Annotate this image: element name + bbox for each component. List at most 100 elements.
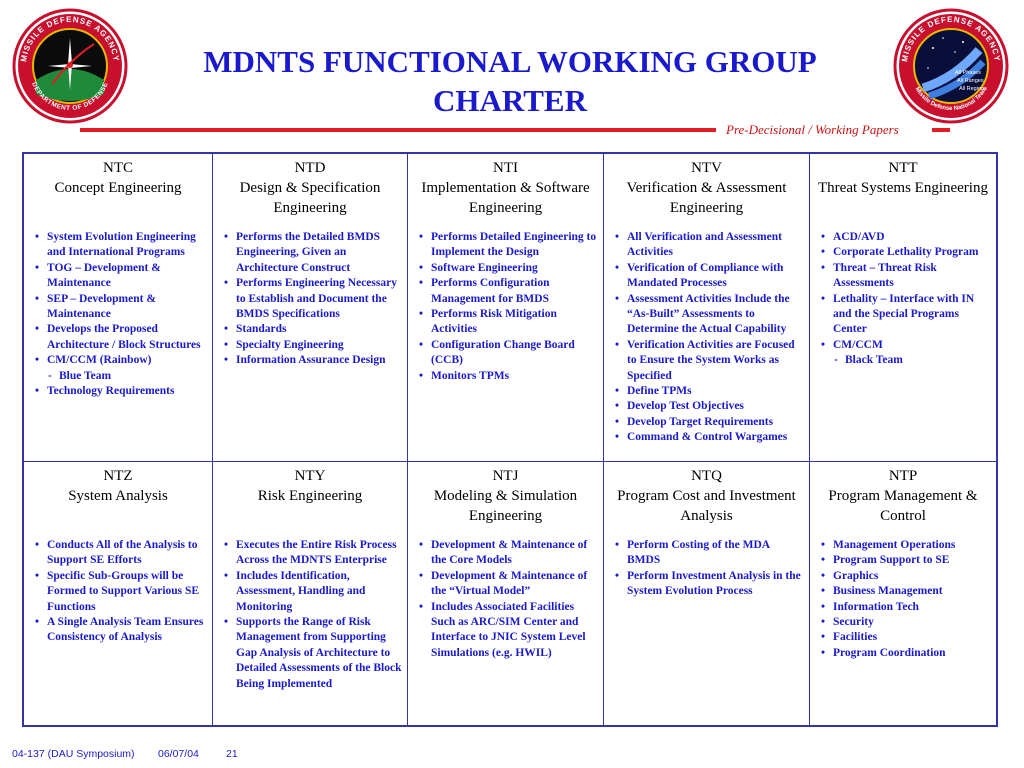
group-item: CM/CCM [814,338,992,354]
group-item-list: Performs Detailed Engineering to Impleme… [412,230,599,384]
missile-defense-agency-seal-icon: MISSILE DEFENSE AGENCY DEPARTMENT OF DEF… [12,8,128,124]
group-item: Program Support to SE [814,553,992,569]
draft-label: Pre-Decisional / Working Papers [726,122,899,137]
group-item-list: Perform Costing of the MDA BMDSPerform I… [608,538,805,600]
logo-right-motto-2: All Ranges [957,78,984,84]
group-code: NTD [294,160,326,176]
group-item: A Single Analysis Team Ensures Consisten… [28,615,208,646]
group-item: System Evolution Engineering and Interna… [28,230,208,261]
group-code: NTC [103,160,133,176]
group-item: Performs Configuration Management for BM… [412,276,599,307]
group-item: Perform Investment Analysis in the Syste… [608,569,805,600]
group-code: NTT [888,160,918,176]
group-name: Risk Engineering [257,488,363,504]
group-item: Verification of Compliance with Mandated… [608,261,805,292]
group-item-list: ACD/AVDCorporate Lethality ProgramThreat… [814,230,992,369]
group-code: NTV [691,160,722,176]
group-item: Business Management [814,584,992,600]
group-item: Develops the Proposed Architecture / Blo… [28,322,208,353]
group-cell-nti: NTI Implementation & Software Engineering… [408,154,604,462]
group-item: Includes Associated Facilities Such as A… [412,600,599,662]
group-item-list: Development & Maintenance of the Core Mo… [412,538,599,661]
group-item: SEP – Development & Maintenance [28,292,208,323]
group-item: Performs Engineering Necessary to Establ… [217,276,403,322]
group-item: TOG – Development & Maintenance [28,261,208,292]
group-cell-ntp: NTP Program Management & ControlManagemen… [810,462,996,725]
group-item: Information Tech [814,600,992,616]
group-item: Standards [217,322,403,338]
group-item-list: All Verification and Assessment Activiti… [608,230,805,446]
group-item: CM/CCM (Rainbow) [28,353,208,369]
group-item: Information Assurance Design [217,353,403,369]
title-rule-left [80,128,716,132]
group-name: Threat Systems Engineering [818,180,988,196]
group-name: Implementation & Software Engineering [421,180,590,216]
group-code: NTJ [492,468,519,484]
group-code: NTI [493,160,518,176]
group-name: Verification & Assessment Engineering [626,180,787,216]
group-item: Conducts All of the Analysis to Support … [28,538,208,569]
title-rule-right [932,128,950,132]
group-item-list: Management OperationsProgram Support to … [814,538,992,662]
group-item-list: Conducts All of the Analysis to Support … [28,538,208,646]
group-item: Performs the Detailed BMDS Engineering, … [217,230,403,276]
group-sub-item: Blue Team [28,369,208,385]
group-item: Graphics [814,569,992,585]
group-name: Concept Engineering [54,180,182,196]
group-code: NTY [294,468,326,484]
missile-defense-national-team-seal-icon: MISSILE DEFENSE AGENCY Missile Defense N… [893,8,1009,124]
group-cell-ntv: NTV Verification & Assessment Engineering… [604,154,810,462]
group-cell-nty: NTY Risk EngineeringExecutes the Entire R… [213,462,408,725]
group-name: Modeling & Simulation Engineering [433,488,578,524]
group-code: NTQ [691,468,722,484]
group-item: Technology Requirements [28,384,208,400]
group-code: NTZ [103,468,133,484]
group-item: Perform Costing of the MDA BMDS [608,538,805,569]
group-item: ACD/AVD [814,230,992,246]
group-item: Executes the Entire Risk Process Across … [217,538,403,569]
group-item: Facilities [814,630,992,646]
group-item: Configuration Change Board (CCB) [412,338,599,369]
group-item: Includes Identification, Assessment, Han… [217,569,403,615]
group-name: Program Management & Control [828,488,978,524]
group-sub-item: Black Team [814,353,992,369]
page-title: MDNTS FUNCTIONAL WORKING GROUP CHARTER [150,42,870,120]
footer-page-number: 21 [226,748,238,760]
footer-slide-ref: 04-137 (DAU Symposium) [12,748,135,760]
title-line-1: MDNTS FUNCTIONAL WORKING GROUP [203,44,817,79]
group-cell-ntj: NTJ Modeling & Simulation EngineeringDeve… [408,462,604,725]
group-item: Threat – Threat Risk Assessments [814,261,992,292]
group-name: System Analysis [68,488,168,504]
logo-right-motto-1: All Phases [955,70,981,76]
group-code: NTP [888,468,918,484]
group-item: Development & Maintenance of the “Virtua… [412,569,599,600]
group-cell-ntq: NTQ Program Cost and Investment AnalysisP… [604,462,810,725]
group-cell-ntt: NTT Threat Systems EngineeringACD/AVDCorp… [810,154,996,462]
group-item: Security [814,615,992,631]
group-item: Software Engineering [412,261,599,277]
group-item: Specific Sub-Groups will be Formed to Su… [28,569,208,615]
group-cell-ntd: NTD Design & Specification EngineeringPer… [213,154,408,462]
charter-grid: NTC Concept EngineeringSystem Evolution E… [22,152,998,727]
group-name: Program Cost and Investment Analysis [617,488,796,524]
title-line-2: CHARTER [433,83,587,118]
group-item: Development & Maintenance of the Core Mo… [412,538,599,569]
group-item: Corporate Lethality Program [814,245,992,261]
group-cell-ntc: NTC Concept EngineeringSystem Evolution E… [24,154,213,462]
footer-date: 06/07/04 [158,748,199,760]
group-item-list: Performs the Detailed BMDS Engineering, … [217,230,403,369]
logo-right-motto-3: All Regions [959,86,987,92]
group-item: Verification Activities are Focused to E… [608,338,805,384]
group-item-list: Executes the Entire Risk Process Across … [217,538,403,692]
group-item: Define TPMs [608,384,805,400]
group-item: Performs Detailed Engineering to Impleme… [412,230,599,261]
group-name: Design & Specification Engineering [239,180,381,216]
group-item: Performs Risk Mitigation Activities [412,307,599,338]
group-item: Assessment Activities Include the “As-Bu… [608,292,805,338]
group-item: Management Operations [814,538,992,554]
group-item-list: System Evolution Engineering and Interna… [28,230,208,400]
group-item: All Verification and Assessment Activiti… [608,230,805,261]
group-item: Supports the Range of Risk Management fr… [217,615,403,692]
group-cell-ntz: NTZ System AnalysisConducts All of the An… [24,462,213,725]
group-item: Develop Test Objectives [608,399,805,415]
